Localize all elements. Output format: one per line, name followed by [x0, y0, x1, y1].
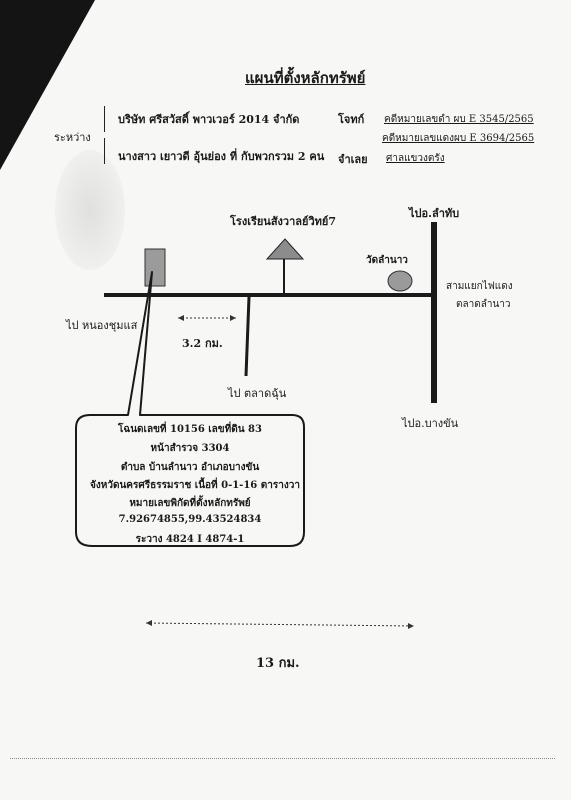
- court-name: ศาลแขวงตรัง: [386, 153, 445, 164]
- bottom-divider: [10, 758, 555, 759]
- school-label: โรงเรียนสังวาลย์วิทย์7: [230, 215, 336, 228]
- survey-page: หน้าสำรวจ 3304: [150, 443, 230, 454]
- scale-label: 13 กม.: [256, 656, 300, 671]
- to-nongchumsaeng-label: ไป หนองชุมแส: [66, 319, 138, 332]
- plaintiff-bracket: [104, 106, 111, 132]
- defendant-name: นางสาว เยาวดี อุ้นย่อง ที่ กับพวกรวม 2 ค…: [118, 150, 325, 163]
- distance-arrow-left: [178, 315, 184, 321]
- subdistrict-district: ตำบล บ้านลำนาว อำเภอบางขัน: [120, 462, 260, 473]
- grid-reference: ระวาง 4824 I 4874-1: [135, 534, 245, 545]
- junction-label-2: ตลาดลำนาว: [456, 299, 511, 310]
- to-lamthap-label: ไปอ.ลำทับ: [409, 207, 460, 220]
- temple-icon: [387, 270, 413, 292]
- deed-number: โฉนดเลขที่ 10156 เลขที่ดิน 83: [118, 424, 262, 435]
- property-plot-marker: [144, 248, 166, 287]
- scale-arrow-left: [146, 620, 152, 626]
- case-red-number: คดีหมายเลขแดงผบ E 3694/2565: [382, 133, 535, 144]
- school-triangle-icon: [265, 238, 305, 260]
- scan-stain: [55, 150, 125, 270]
- scale-arrow-line: [145, 622, 415, 627]
- temple-label: วัดลำนาว: [366, 255, 408, 266]
- between-label: ระหว่าง: [54, 131, 91, 144]
- document-title: แผนที่ตั้งหลักทรัพย์: [245, 69, 366, 87]
- junction-label-1: สามแยกไฟแดง: [446, 281, 513, 292]
- scale-arrow-right: [408, 623, 414, 629]
- defendant-role: จำเลย: [338, 153, 368, 166]
- to-talatchun-label: ไป ตลาดฉุ้น: [228, 387, 287, 400]
- defendant-bracket: [104, 138, 111, 164]
- distance-label: 3.2 กม.: [182, 337, 223, 350]
- talatchun-road: [244, 296, 251, 377]
- plaintiff-name: บริษัท ศรีสวัสดิ์ พาวเวอร์ 2014 จำกัด: [118, 113, 300, 126]
- distance-arrow-right: [230, 315, 236, 321]
- coordinates: 7.92674855,99.43524834: [118, 514, 262, 525]
- coordinate-heading: หมายเลขพิกัดที่ตั้งหลักทรัพย์: [129, 498, 251, 509]
- property-callout-bubble: [75, 271, 305, 547]
- scan-dark-corner: [0, 0, 95, 170]
- case-black-number: คดีหมายเลขดำ ผบ E 3545/2565: [384, 114, 534, 125]
- to-bangkhan-label: ไปอ.บางขัน: [402, 417, 459, 430]
- province-area: จังหวัดนครศรีธรรมราช เนื้อที่ 0-1-16 ตาร…: [90, 480, 300, 491]
- plaintiff-role: โจทก์: [338, 113, 365, 126]
